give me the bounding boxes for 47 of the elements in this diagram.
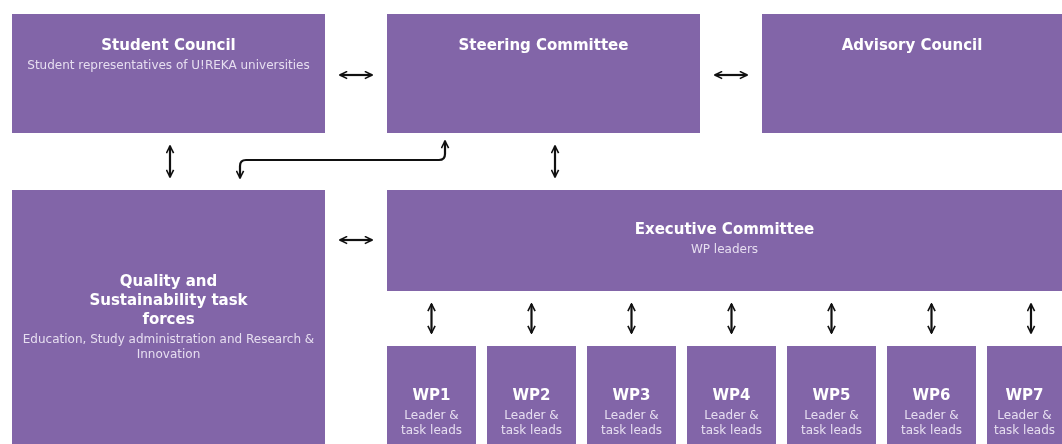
org-box	[587, 346, 676, 444]
box-description: Leader & task leads	[800, 408, 863, 438]
box-title: WP4	[712, 386, 751, 405]
box-description: Student representatives of U!REKA universities	[27, 58, 310, 73]
double-arrow	[727, 303, 736, 334]
double-arrow	[339, 235, 373, 245]
box-title: Quality and Sustainability task forces	[88, 272, 249, 329]
org-box	[487, 346, 576, 444]
org-box	[387, 190, 1062, 291]
box-description: Leader & task leads	[700, 408, 763, 438]
org-box	[12, 190, 325, 444]
box-title: WP2	[512, 386, 551, 405]
double-arrow	[527, 303, 536, 334]
box-description: Leader & task leads	[400, 408, 463, 438]
box-title: Steering Committee	[458, 36, 629, 55]
double-arrow	[235, 140, 450, 179]
org-box	[762, 14, 1062, 133]
double-arrow	[627, 303, 636, 334]
box-description: Education, Study administration and Research & Innovation	[21, 332, 316, 362]
box-description: Leader & task leads	[500, 408, 563, 438]
double-arrow	[1026, 303, 1036, 334]
org-box	[387, 14, 700, 133]
double-arrow	[927, 303, 936, 334]
double-arrow	[339, 70, 373, 80]
double-arrow	[827, 303, 836, 334]
org-box	[687, 346, 776, 444]
box-description: Leader & task leads	[600, 408, 663, 438]
box-title: WP1	[412, 386, 451, 405]
box-description: Leader & task leads	[993, 408, 1056, 438]
double-arrow	[714, 70, 748, 80]
org-box	[787, 346, 876, 444]
box-title: WP3	[612, 386, 651, 405]
org-box	[887, 346, 976, 444]
box-title: WP5	[812, 386, 851, 405]
box-title: Student Council	[101, 36, 236, 55]
org-box	[387, 346, 476, 444]
org-box	[987, 346, 1062, 444]
double-arrow	[427, 303, 436, 334]
box-description: Leader & task leads	[900, 408, 963, 438]
double-arrow	[165, 145, 175, 178]
box-description: WP leaders	[690, 242, 759, 257]
org-box	[12, 14, 325, 133]
double-arrow	[550, 145, 560, 178]
box-title: Executive Committee	[634, 220, 815, 239]
box-title: WP6	[912, 386, 951, 405]
box-title: Advisory Council	[841, 36, 983, 55]
box-title: WP7	[1005, 386, 1044, 405]
